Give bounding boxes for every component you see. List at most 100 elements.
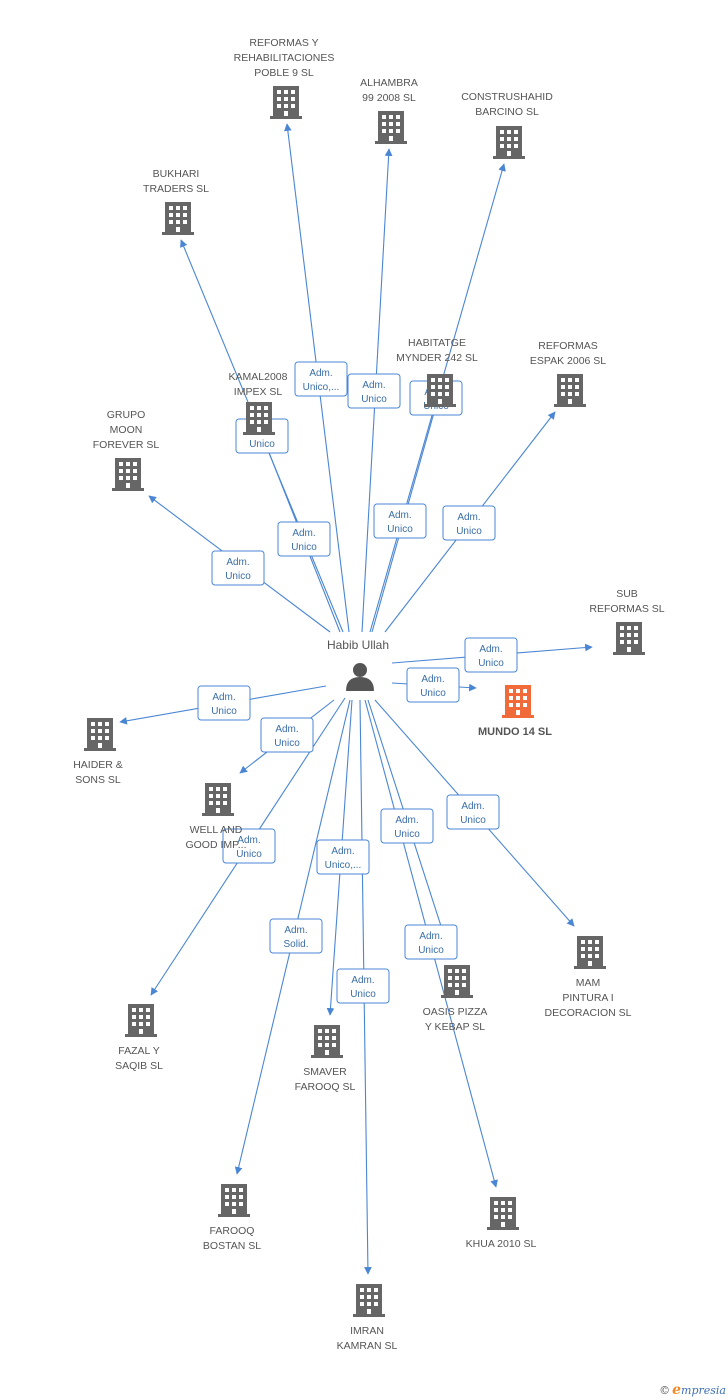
relation-label-box bbox=[211, 550, 265, 586]
brand-footer[interactable]: ©empresia bbox=[659, 1382, 726, 1398]
relation-label-mam-pintura[interactable]: Adm.Unico bbox=[446, 794, 500, 830]
relation-label-habitatge[interactable]: Adm.Unico bbox=[373, 503, 427, 539]
company-node-construshahid[interactable]: CONSTRUSHAHID BARCINO SL bbox=[461, 91, 553, 159]
relation-label-khua[interactable]: Adm.Unico bbox=[404, 924, 458, 960]
company-name: SUB bbox=[616, 588, 638, 600]
relation-label-box bbox=[446, 794, 500, 830]
company-name: ESPAK 2006 SL bbox=[530, 355, 606, 367]
copyright-symbol: © bbox=[659, 1384, 671, 1397]
company-name: IMPEX SL bbox=[234, 386, 283, 398]
company-name: SONS SL bbox=[75, 774, 121, 786]
company-name: OASIS PIZZA bbox=[423, 1006, 488, 1018]
relation-label-text: Unico bbox=[249, 439, 275, 450]
relation-label-text: Unico bbox=[460, 815, 486, 826]
relation-label-text: Adm. bbox=[421, 674, 444, 685]
center-person-node[interactable]: Habib Ullah bbox=[327, 638, 389, 691]
relation-label-text: Solid. bbox=[283, 939, 308, 950]
person-icon bbox=[346, 663, 374, 691]
building-icon bbox=[270, 86, 302, 119]
company-name: REFORMAS bbox=[538, 340, 598, 352]
relation-label-text: Unico bbox=[456, 526, 482, 537]
relation-label-text: Unico bbox=[350, 989, 376, 1000]
building-icon bbox=[493, 126, 525, 159]
company-name: KAMAL2008 bbox=[229, 371, 288, 383]
company-node-khua[interactable]: KHUA 2010 SL bbox=[466, 1197, 537, 1250]
relation-label-box bbox=[406, 667, 460, 703]
building-icon bbox=[487, 1197, 519, 1230]
relation-label-box bbox=[442, 505, 496, 541]
company-name: DECORACION SL bbox=[545, 1007, 632, 1019]
company-name: CONSTRUSHAHID bbox=[461, 91, 553, 103]
company-name: TRADERS SL bbox=[143, 183, 209, 195]
relation-label-text: Adm. bbox=[237, 835, 260, 846]
relation-label-well-and-good[interactable]: Adm.Unico bbox=[260, 717, 314, 753]
company-name: MOON bbox=[110, 424, 143, 436]
relation-label-text: Unico bbox=[274, 738, 300, 749]
company-name: BOSTAN SL bbox=[203, 1240, 261, 1252]
relation-label-kamal[interactable]: Adm. Unico bbox=[277, 521, 331, 557]
company-name: FAZAL Y bbox=[118, 1045, 159, 1057]
main-company-node[interactable]: MUNDO 14 SL bbox=[478, 685, 552, 738]
brand-initial: e bbox=[672, 1382, 682, 1398]
building-icon bbox=[243, 402, 275, 435]
relation-label-text: Adm. bbox=[419, 931, 442, 942]
relation-label-text: Unico bbox=[291, 542, 317, 553]
company-name: ALHAMBRA bbox=[360, 77, 418, 89]
building-icon bbox=[353, 1284, 385, 1317]
relation-label-text: Adm. bbox=[309, 368, 332, 379]
company-name: SMAVER bbox=[303, 1066, 347, 1078]
relation-label-text: Adm. bbox=[292, 528, 315, 539]
company-node-reformas-espak[interactable]: REFORMAS ESPAK 2006 SL bbox=[530, 340, 606, 407]
company-name: BARCINO SL bbox=[475, 106, 539, 118]
relation-label-mundo-14[interactable]: Adm.Unico bbox=[406, 667, 460, 703]
relation-label-smaver[interactable]: Adm.Unico,... bbox=[316, 839, 370, 875]
company-name: MAM bbox=[576, 977, 601, 989]
company-name: HABITATGE bbox=[408, 337, 466, 349]
relation-label-reformas-espak[interactable]: Adm.Unico bbox=[442, 505, 496, 541]
relation-label-grupo-moon[interactable]: Adm.Unico bbox=[211, 550, 265, 586]
relation-label-text: Unico bbox=[361, 394, 387, 405]
company-node-mam-pintura[interactable]: MAM PINTURA I DECORACION SL bbox=[545, 936, 632, 1019]
company-name: PINTURA I bbox=[562, 992, 613, 1004]
building-icon bbox=[375, 111, 407, 144]
relation-label-haider[interactable]: Adm.Unico bbox=[197, 685, 251, 721]
building-icon bbox=[162, 202, 194, 235]
company-name: REFORMAS Y bbox=[249, 37, 318, 49]
relation-label-box bbox=[269, 918, 323, 954]
relation-label-box bbox=[404, 924, 458, 960]
company-node-haider[interactable]: HAIDER & SONS SL bbox=[73, 718, 123, 786]
building-icon bbox=[218, 1184, 250, 1217]
company-name: HAIDER & bbox=[73, 759, 123, 771]
relation-label-oasis[interactable]: Adm.Unico bbox=[380, 808, 434, 844]
company-name: REHABILITACIONES bbox=[234, 52, 335, 64]
relation-label-reformas-rehab[interactable]: Adm.Unico,... bbox=[294, 361, 348, 397]
building-icon bbox=[441, 965, 473, 998]
company-name: GOOD IMP... bbox=[185, 839, 246, 851]
relation-label-farooq-bostan[interactable]: Adm.Solid. bbox=[269, 918, 323, 954]
relation-label-alhambra[interactable]: Adm.Unico bbox=[347, 373, 401, 409]
building-icon bbox=[125, 1004, 157, 1037]
relation-label-sub-reformas[interactable]: Adm.Unico bbox=[464, 637, 518, 673]
relation-label-text: Unico bbox=[225, 571, 251, 582]
relation-label-fazal[interactable]: Adm.Unico bbox=[222, 828, 276, 864]
relation-label-box bbox=[260, 717, 314, 753]
building-icon bbox=[202, 783, 234, 816]
building-icon bbox=[112, 458, 144, 491]
relation-label-imran[interactable]: Adm. Unico bbox=[336, 968, 390, 1004]
relation-label-text: Adm. bbox=[351, 975, 374, 986]
